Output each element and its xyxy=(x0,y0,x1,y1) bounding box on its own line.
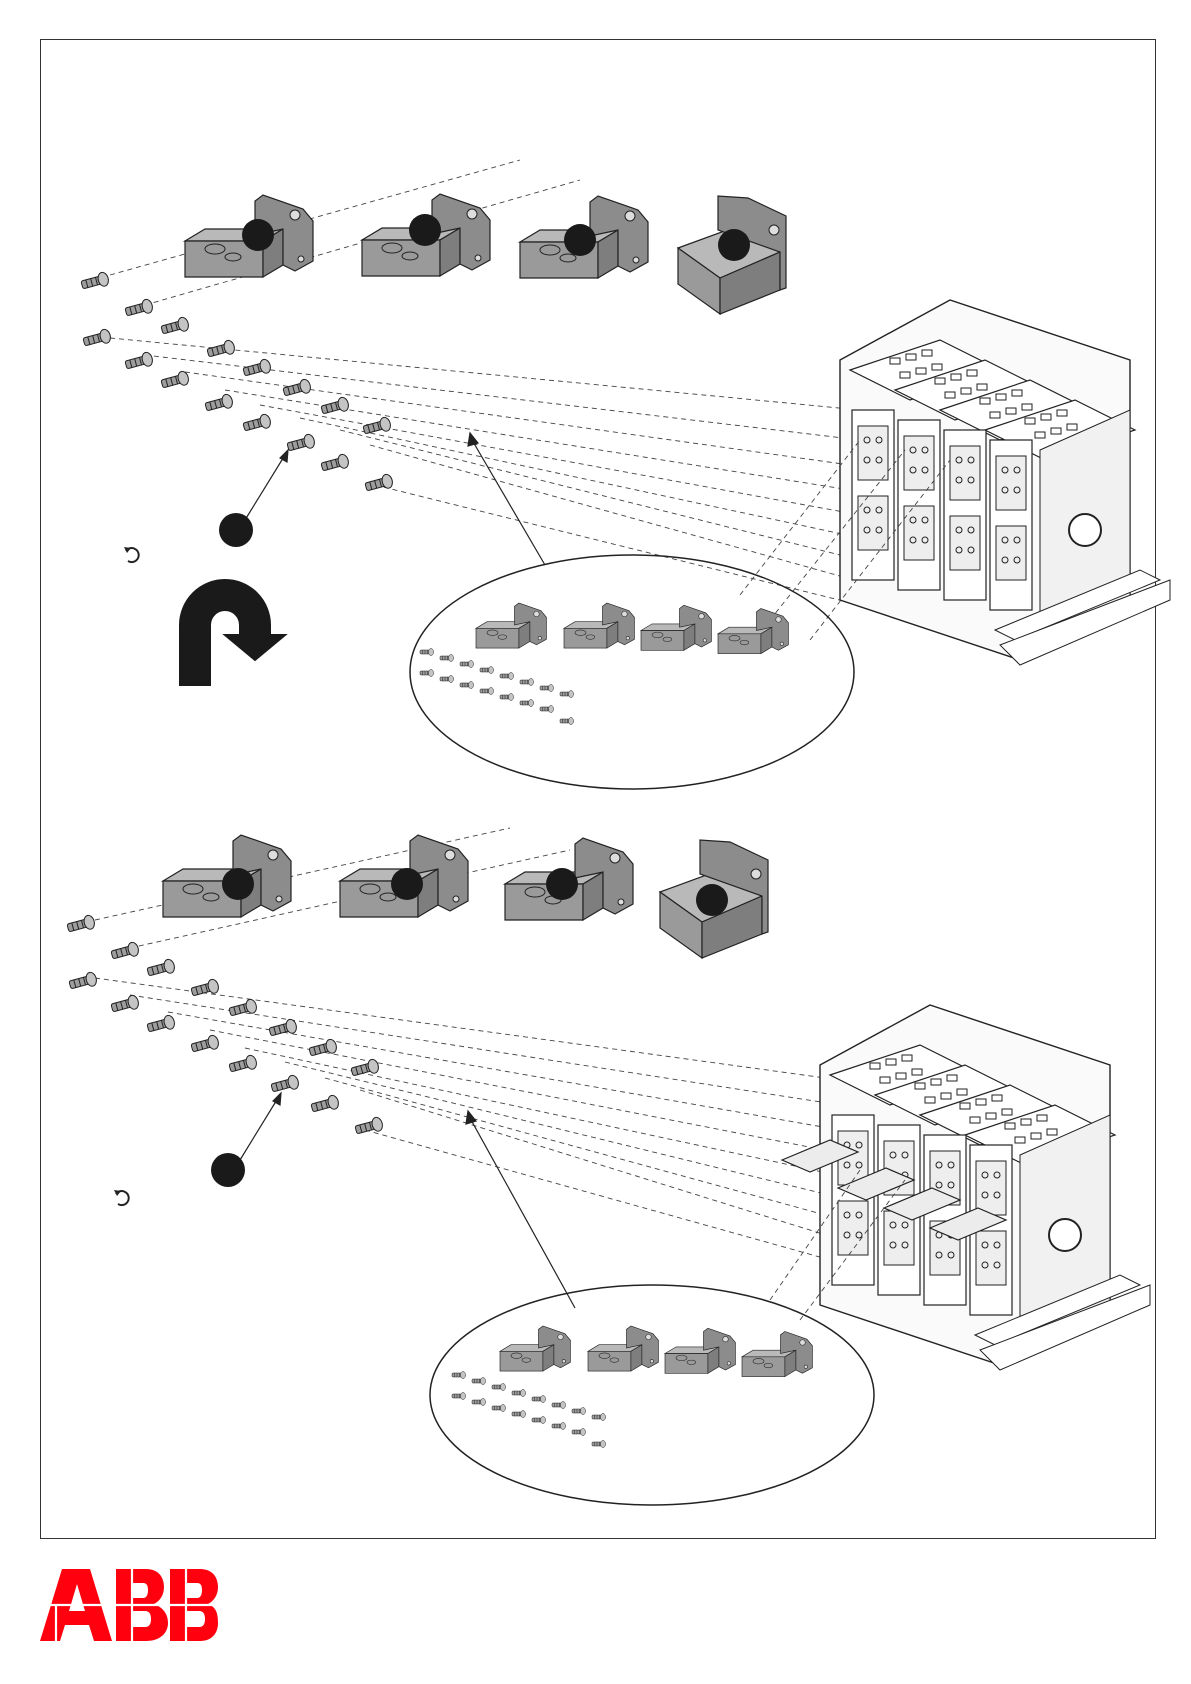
screw xyxy=(68,971,98,992)
screw xyxy=(190,1034,220,1055)
screw xyxy=(146,958,176,979)
u-turn-arrow-icon xyxy=(180,580,285,685)
abb-logo xyxy=(40,1569,218,1641)
screw xyxy=(320,396,350,417)
screw xyxy=(268,1018,298,1039)
screw xyxy=(124,298,154,319)
screw xyxy=(66,914,96,935)
step-2-callout-marker xyxy=(211,1153,245,1187)
step-2-detail-view xyxy=(430,1285,874,1505)
screw xyxy=(160,370,190,391)
tighten-rotation-icon xyxy=(114,1190,129,1205)
screw xyxy=(364,473,394,494)
screw xyxy=(146,1014,176,1035)
screw xyxy=(270,1074,300,1095)
circuit-breaker xyxy=(840,300,1170,665)
screw xyxy=(124,351,154,372)
screw xyxy=(206,339,236,360)
step-2-screws xyxy=(66,914,384,1137)
screw xyxy=(82,328,112,349)
screw xyxy=(190,978,220,999)
screw xyxy=(242,413,272,434)
screw xyxy=(308,1038,338,1059)
screw xyxy=(242,358,272,379)
screw xyxy=(354,1116,384,1137)
screw xyxy=(350,1058,380,1079)
step-1-screws xyxy=(80,271,394,494)
screw xyxy=(110,941,140,962)
screw xyxy=(362,416,392,437)
step-2-group xyxy=(66,828,1150,1505)
step-1-terminal-blocks xyxy=(185,194,786,314)
screw xyxy=(80,271,110,292)
screw xyxy=(282,378,312,399)
step-2-leaders xyxy=(240,1093,575,1308)
step-1-block-markers xyxy=(242,214,750,261)
step-1-callout-marker xyxy=(219,513,253,547)
screw xyxy=(286,433,316,454)
screw xyxy=(320,453,350,474)
screw xyxy=(110,994,140,1015)
screw xyxy=(228,1054,258,1075)
step-1-detail-view xyxy=(410,555,854,789)
screw xyxy=(160,316,190,337)
screw xyxy=(310,1094,340,1115)
tighten-rotation-icon xyxy=(124,547,139,562)
screw xyxy=(228,998,258,1019)
step-1-leaders xyxy=(245,433,545,565)
screw xyxy=(204,393,234,414)
step-2-terminal-blocks xyxy=(163,835,768,958)
step-1-group xyxy=(80,160,1170,789)
